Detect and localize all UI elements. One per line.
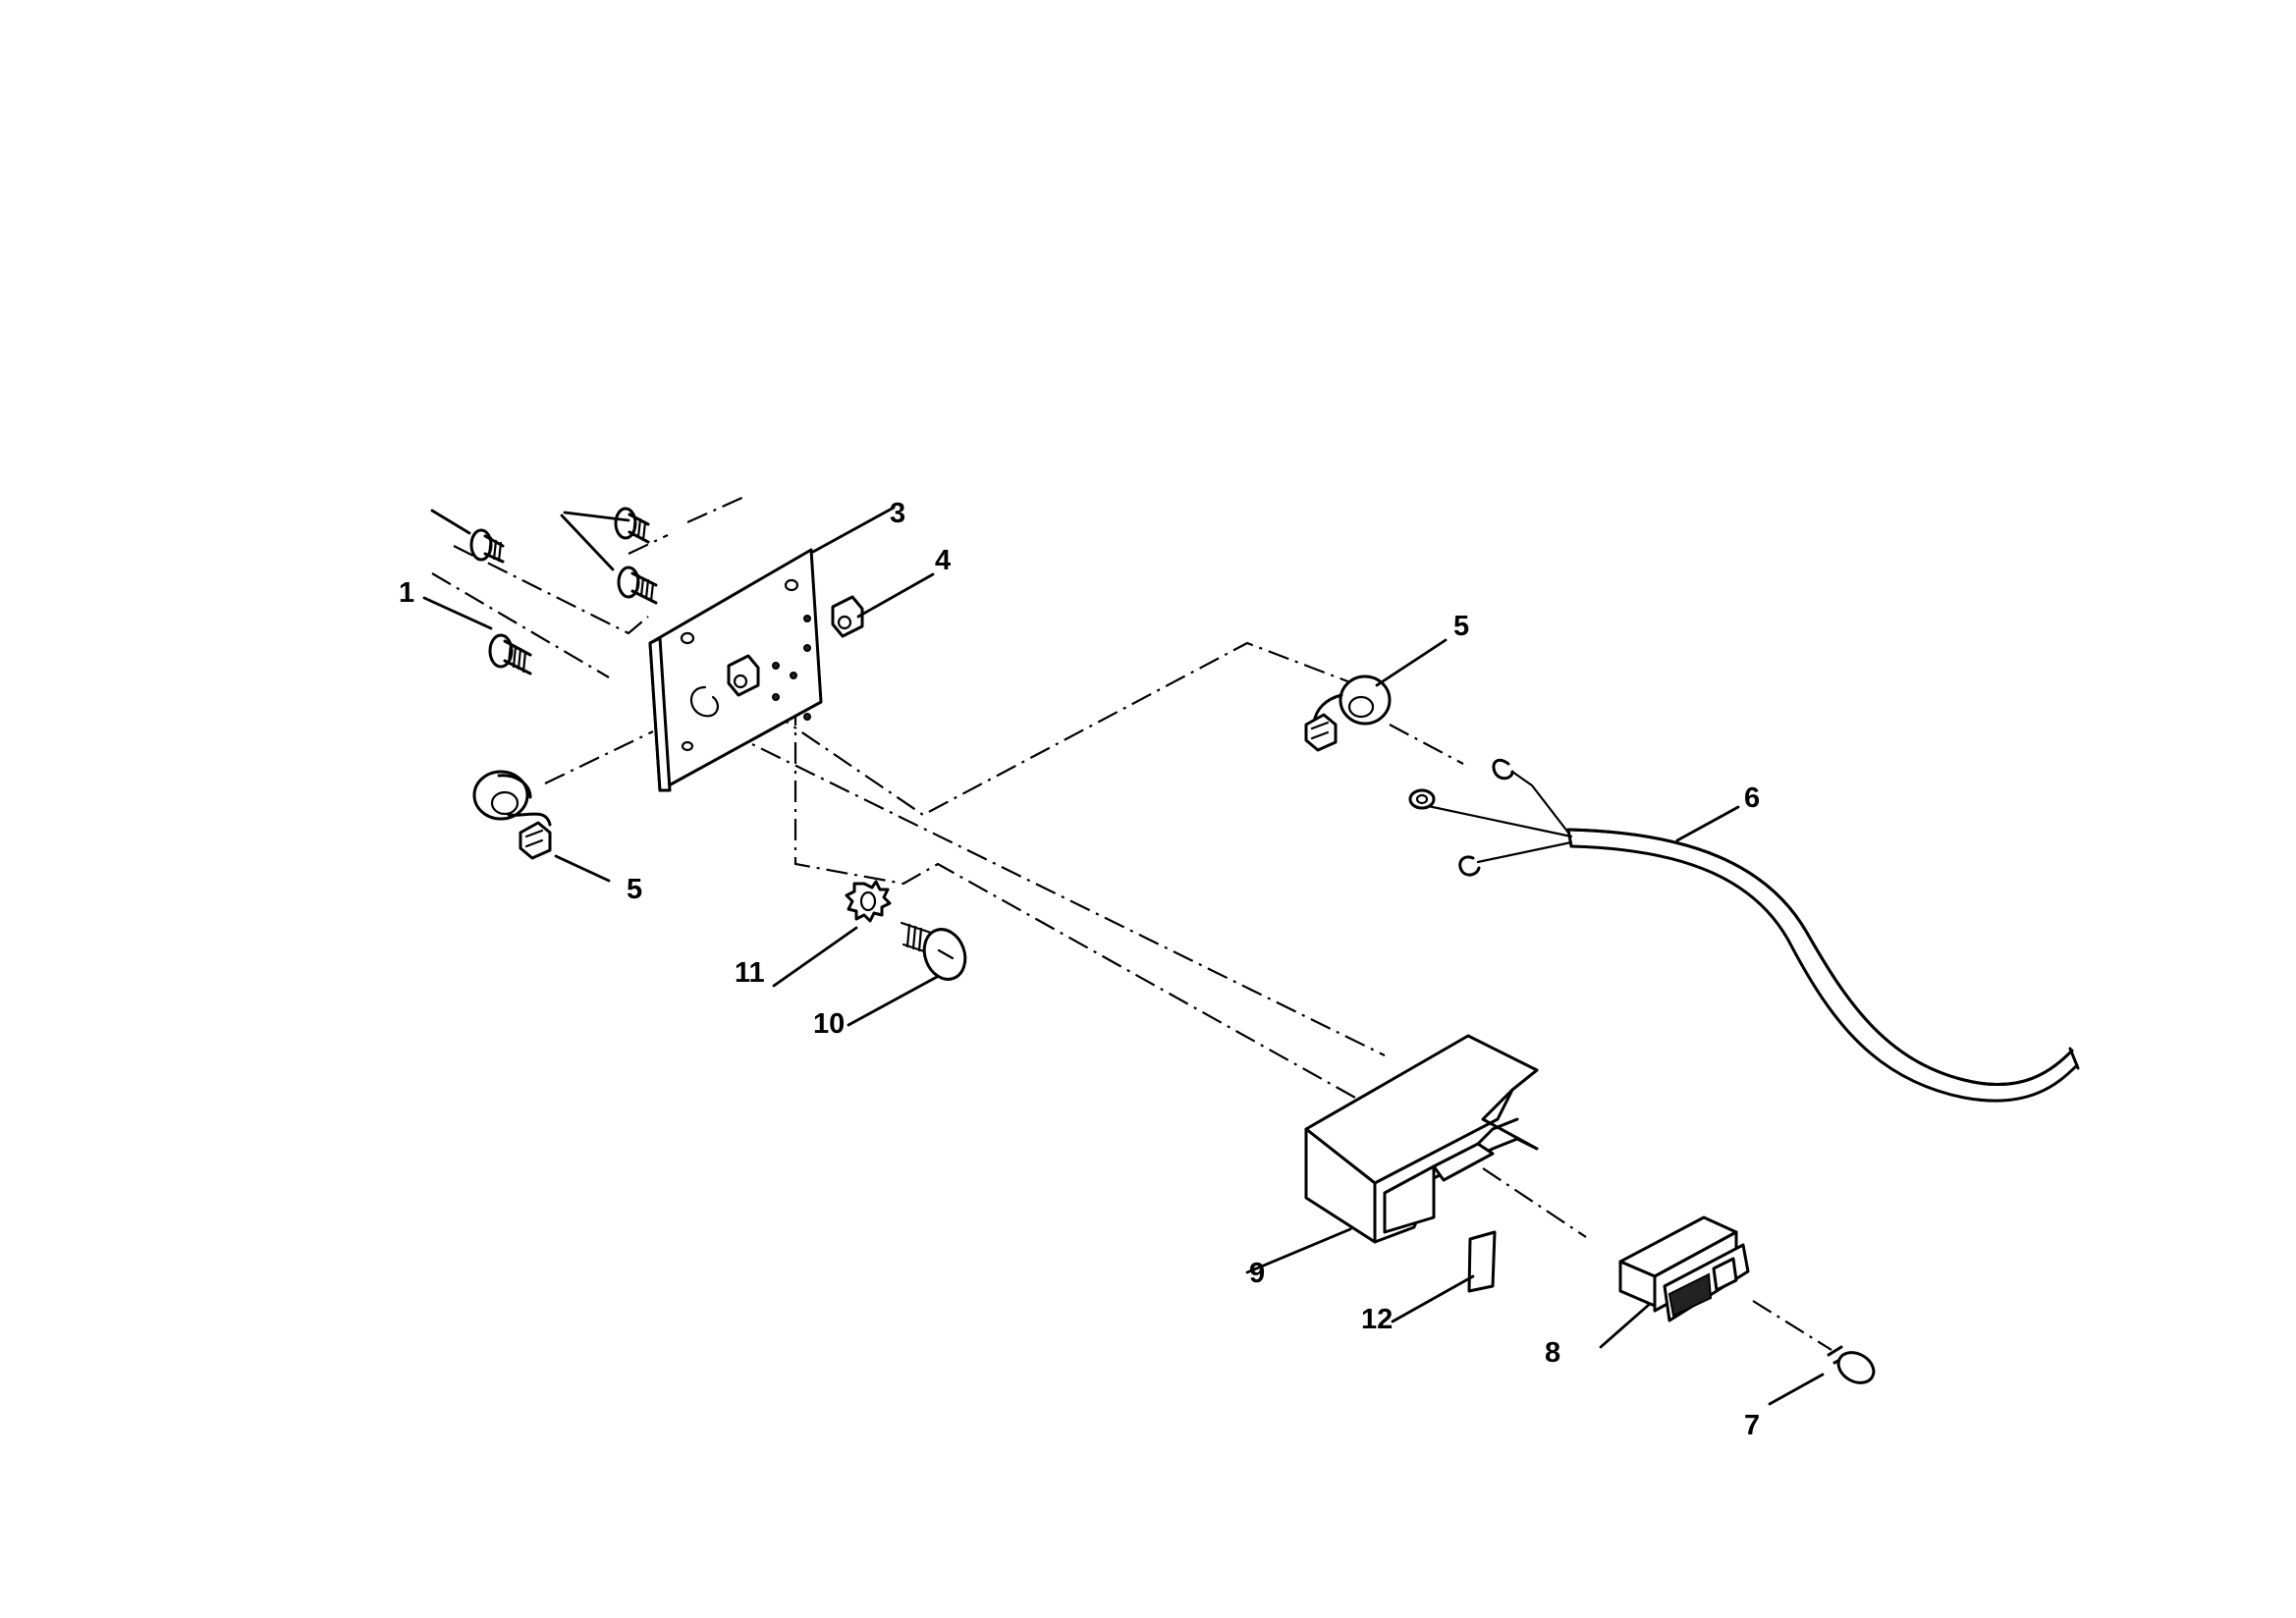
cable-clamp-right bbox=[1304, 674, 1392, 752]
callout-6: 6 bbox=[1744, 782, 1760, 814]
screw-middle bbox=[617, 566, 658, 605]
assembly-centerlines bbox=[431, 494, 1832, 1351]
rocker-switch bbox=[1618, 1215, 1750, 1322]
screw-upper-middle bbox=[614, 507, 650, 544]
square-nut-upper bbox=[831, 595, 864, 638]
callout-10: 10 bbox=[813, 1008, 845, 1040]
switch-key bbox=[1827, 1345, 1876, 1384]
truss-head-screw bbox=[900, 921, 967, 981]
callout-4: 4 bbox=[935, 545, 951, 576]
callout-8: 8 bbox=[1545, 1337, 1560, 1369]
callout-5-right: 5 bbox=[1453, 611, 1469, 642]
leader-lines bbox=[422, 506, 1825, 1406]
callout-7: 7 bbox=[1744, 1410, 1760, 1441]
callout-9: 9 bbox=[1249, 1258, 1265, 1289]
cable-clamp-left bbox=[472, 770, 552, 860]
switch-box bbox=[1304, 1034, 1539, 1244]
callout-12: 12 bbox=[1361, 1304, 1393, 1335]
power-cord bbox=[1408, 758, 2080, 1103]
screw-lower-left bbox=[488, 633, 532, 675]
callouts: 1 3 4 5 5 6 7 8 9 10 11 12 bbox=[399, 498, 1760, 1441]
callout-3: 3 bbox=[890, 498, 905, 529]
callout-1: 1 bbox=[399, 577, 414, 609]
callout-11: 11 bbox=[735, 957, 765, 989]
square-nut-lower bbox=[727, 654, 760, 697]
label-plate bbox=[1467, 1230, 1497, 1293]
star-washer bbox=[845, 880, 892, 923]
callout-5-left: 5 bbox=[627, 874, 642, 905]
screw-upper-left bbox=[469, 528, 505, 564]
